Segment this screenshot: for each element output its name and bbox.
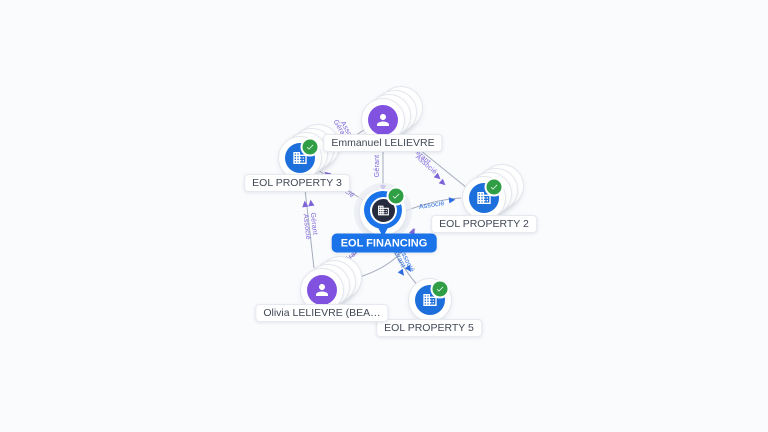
edge-arrow-icon [397, 268, 404, 276]
edge-label-associe: Associé [418, 200, 445, 211]
verified-badge-icon [430, 279, 450, 299]
edge-label-gerant: Gérant [309, 212, 318, 235]
node-label-property2[interactable]: EOL PROPERTY 2 [431, 215, 537, 233]
person-icon [307, 275, 337, 305]
node-label-emmanuel[interactable]: Emmanuel LELIEVRE [323, 134, 443, 152]
edge-olivia-property3 [303, 180, 315, 269]
edge-arrow-icon [409, 227, 415, 235]
node-label-property5[interactable]: EOL PROPERTY 5 [376, 319, 482, 337]
company-icon [371, 198, 395, 222]
node-label-olivia[interactable]: Olivia LELIEVRE (BEA… [255, 304, 389, 322]
person-icon [368, 105, 398, 135]
verified-badge-icon [300, 137, 320, 157]
edge-arrow-icon [308, 199, 315, 207]
edge-arrow-icon [448, 197, 456, 204]
node-label-property3[interactable]: EOL PROPERTY 3 [244, 174, 350, 192]
edge-arrow-icon [302, 200, 309, 208]
edge-arrow-icon [404, 264, 411, 272]
edge-arrow-icon [433, 172, 441, 180]
edge-label-associe: Associé [302, 214, 312, 241]
edge-label-gerant: Gérant [374, 155, 381, 178]
verified-badge-icon [386, 186, 406, 206]
edge-arrow-icon [438, 178, 446, 186]
node-label-financing[interactable]: EOL FINANCING [331, 233, 437, 253]
verified-badge-icon [484, 177, 504, 197]
